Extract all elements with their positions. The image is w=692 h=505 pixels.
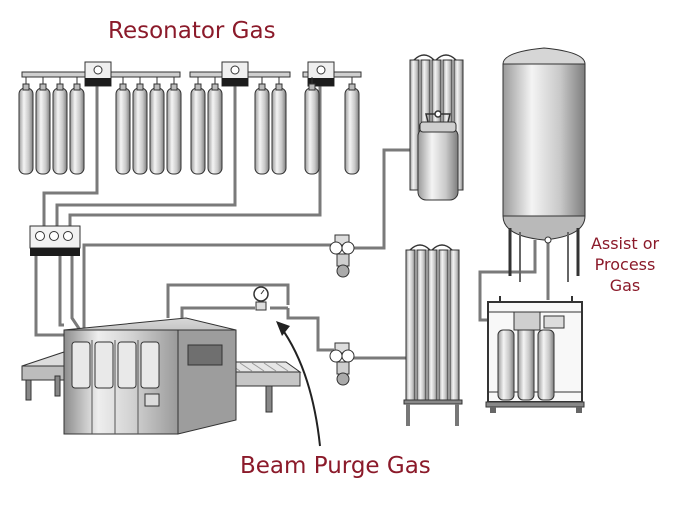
resonator-gas-label: Resonator Gas — [108, 18, 276, 44]
regulator-1 — [329, 234, 355, 278]
gas-cylinders — [18, 77, 360, 175]
gas-cylinder — [166, 77, 182, 175]
assist-label-line-3: Gas — [609, 276, 641, 295]
dewar-vaporizer-top — [409, 54, 464, 201]
manifold-regulators — [84, 61, 335, 87]
manifold-regulator-2 — [221, 61, 249, 87]
assist-label-line-1: Assist or — [590, 234, 660, 253]
piping — [34, 80, 550, 360]
bulk-storage-tank — [502, 47, 586, 282]
gas-cylinder — [344, 77, 360, 175]
vaporizer-lower — [403, 244, 463, 426]
cylinder-skid — [485, 296, 585, 413]
gas-cylinder — [69, 77, 85, 175]
manifold-regulator-3 — [307, 61, 335, 87]
gas-cylinder — [190, 77, 206, 175]
beam-purge-gauge — [253, 286, 269, 311]
assist-label-line-2: Process — [594, 255, 656, 274]
machine-input-table — [21, 351, 65, 401]
gas-cylinder — [132, 77, 148, 175]
gas-cylinder — [254, 77, 270, 175]
laser-cutting-machine — [21, 317, 302, 435]
gas-cylinder — [271, 77, 287, 175]
gas-cylinder — [207, 77, 223, 175]
assist-process-gas-label: Assist or Process Gas — [586, 233, 664, 296]
manifold-regulator-1 — [84, 61, 112, 87]
gas-cylinder — [115, 77, 131, 175]
regulator-2 — [329, 342, 355, 386]
gas-cylinder — [35, 77, 51, 175]
gas-cylinder — [304, 77, 320, 175]
gas-cylinder — [149, 77, 165, 175]
beam-purge-arrow — [276, 321, 321, 447]
beam-purge-gas-label: Beam Purge Gas — [240, 453, 431, 479]
gas-cylinder — [52, 77, 68, 175]
machine-output-table — [218, 361, 302, 413]
gas-cylinder — [18, 77, 34, 175]
regulator-panel — [29, 225, 81, 256]
